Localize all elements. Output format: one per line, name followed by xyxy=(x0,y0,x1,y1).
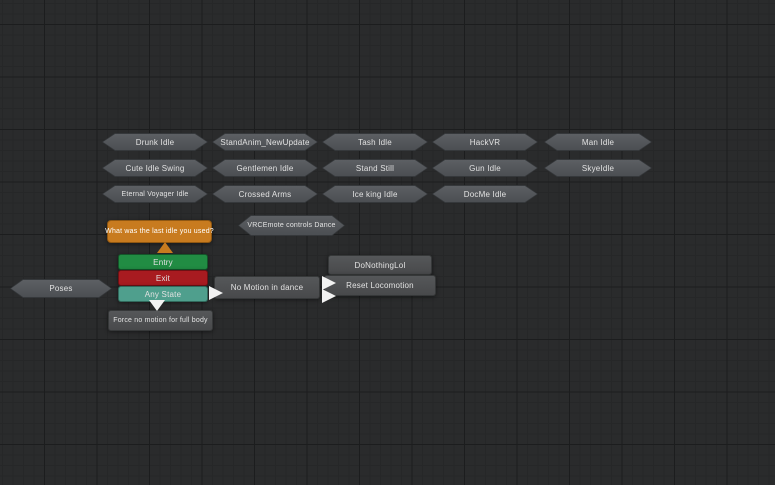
state-hackvr[interactable]: HackVR xyxy=(432,133,538,151)
node-body: Cute Idle Swing xyxy=(103,160,207,176)
node-label: Exit xyxy=(155,273,171,283)
node-label: No Motion in dance xyxy=(230,283,304,292)
transition-arrow-anystate-to-force-no-motion[interactable] xyxy=(149,300,165,311)
node-label: Reset Locomotion xyxy=(346,281,414,290)
node-label: What was the last idle you used? xyxy=(105,228,214,235)
transition-arrow-to-note[interactable] xyxy=(157,242,173,253)
state-force-no-motion-for-full-body[interactable]: Force no motion for full body xyxy=(108,310,213,331)
transition-arrow-anystate-to-no-motion[interactable] xyxy=(209,286,223,300)
state-vrcemote-controls-dance[interactable]: VRCEmote controls Dance xyxy=(238,215,345,236)
node-body: Reset Locomotion xyxy=(325,276,435,295)
node-label: Gentlemen Idle xyxy=(236,163,294,173)
node-label: SkyeIdle xyxy=(581,163,615,173)
node-body: Man Idle xyxy=(545,134,651,150)
state-skyeidle[interactable]: SkyeIdle xyxy=(544,159,652,177)
node-body: Force no motion for full body xyxy=(109,311,212,330)
node-label: Eternal Voyager Idle xyxy=(121,190,189,198)
transition-arrow-no-motion-to-reset-locomotion[interactable] xyxy=(322,289,336,303)
node-label: Ice king Idle xyxy=(352,189,398,199)
state-man-idle[interactable]: Man Idle xyxy=(544,133,652,151)
node-body: SkyeIdle xyxy=(545,160,651,176)
state-cute-idle-swing[interactable]: Cute Idle Swing xyxy=(102,159,208,177)
node-label: Poses xyxy=(49,284,73,293)
node-label: Force no motion for full body xyxy=(113,317,208,324)
node-label: Gun Idle xyxy=(469,163,501,173)
node-body: Ice king Idle xyxy=(323,186,427,202)
state-stand-still[interactable]: Stand Still xyxy=(322,159,428,177)
node-label: Any State xyxy=(144,289,182,299)
state-gentlemen-idle[interactable]: Gentlemen Idle xyxy=(212,159,318,177)
node-label: Entry xyxy=(153,257,173,267)
node-body: Exit xyxy=(119,271,207,285)
state-donothinglol[interactable]: DoNothingLol xyxy=(328,255,432,275)
node-body: What was the last idle you used? xyxy=(105,221,214,242)
node-body: HackVR xyxy=(433,134,537,150)
note-what-was-the-last-idle-you-used[interactable]: What was the last idle you used? xyxy=(105,220,214,243)
state-standanim-newupdate[interactable]: StandAnim_NewUpdate xyxy=(212,133,318,151)
state-eternal-voyager-idle[interactable]: Eternal Voyager Idle xyxy=(102,185,208,203)
node-body: DocMe Idle xyxy=(433,186,537,202)
node-label: Drunk Idle xyxy=(135,137,175,147)
node-label: Cute Idle Swing xyxy=(125,163,185,173)
state-entry[interactable]: Entry xyxy=(118,254,208,270)
state-no-motion-in-dance[interactable]: No Motion in dance xyxy=(214,276,320,299)
node-body: Any State xyxy=(119,287,207,301)
node-label: Crossed Arms xyxy=(238,189,292,199)
node-body: Gentlemen Idle xyxy=(213,160,317,176)
node-body: DoNothingLol xyxy=(329,256,431,274)
state-crossed-arms[interactable]: Crossed Arms xyxy=(212,185,318,203)
transition-arrow-no-motion-to-donothinglol[interactable] xyxy=(322,276,336,290)
state-ice-king-idle[interactable]: Ice king Idle xyxy=(322,185,428,203)
node-body: Entry xyxy=(119,255,207,269)
node-body: VRCEmote controls Dance xyxy=(239,216,344,235)
node-body: StandAnim_NewUpdate xyxy=(213,134,317,150)
node-label: DoNothingLol xyxy=(354,260,406,270)
node-label: Man Idle xyxy=(581,137,615,147)
node-body: No Motion in dance xyxy=(215,277,319,298)
state-drunk-idle[interactable]: Drunk Idle xyxy=(102,133,208,151)
node-body: Poses xyxy=(11,280,111,297)
state-reset-locomotion[interactable]: Reset Locomotion xyxy=(324,275,436,296)
node-label: VRCEmote controls Dance xyxy=(247,222,336,229)
node-body: Crossed Arms xyxy=(213,186,317,202)
node-label: Tash Idle xyxy=(358,137,392,147)
node-body: Tash Idle xyxy=(323,134,427,150)
node-label: StandAnim_NewUpdate xyxy=(220,137,310,147)
state-docme-idle[interactable]: DocMe Idle xyxy=(432,185,538,203)
state-tash-idle[interactable]: Tash Idle xyxy=(322,133,428,151)
node-body: Gun Idle xyxy=(433,160,537,176)
state-gun-idle[interactable]: Gun Idle xyxy=(432,159,538,177)
node-body: Eternal Voyager Idle xyxy=(103,186,207,202)
node-body: Drunk Idle xyxy=(103,134,207,150)
node-body: Stand Still xyxy=(323,160,427,176)
state-poses[interactable]: Poses xyxy=(10,279,112,298)
node-label: HackVR xyxy=(469,137,501,147)
state-exit[interactable]: Exit xyxy=(118,270,208,286)
node-label: Stand Still xyxy=(355,163,395,173)
node-label: DocMe Idle xyxy=(463,189,507,199)
